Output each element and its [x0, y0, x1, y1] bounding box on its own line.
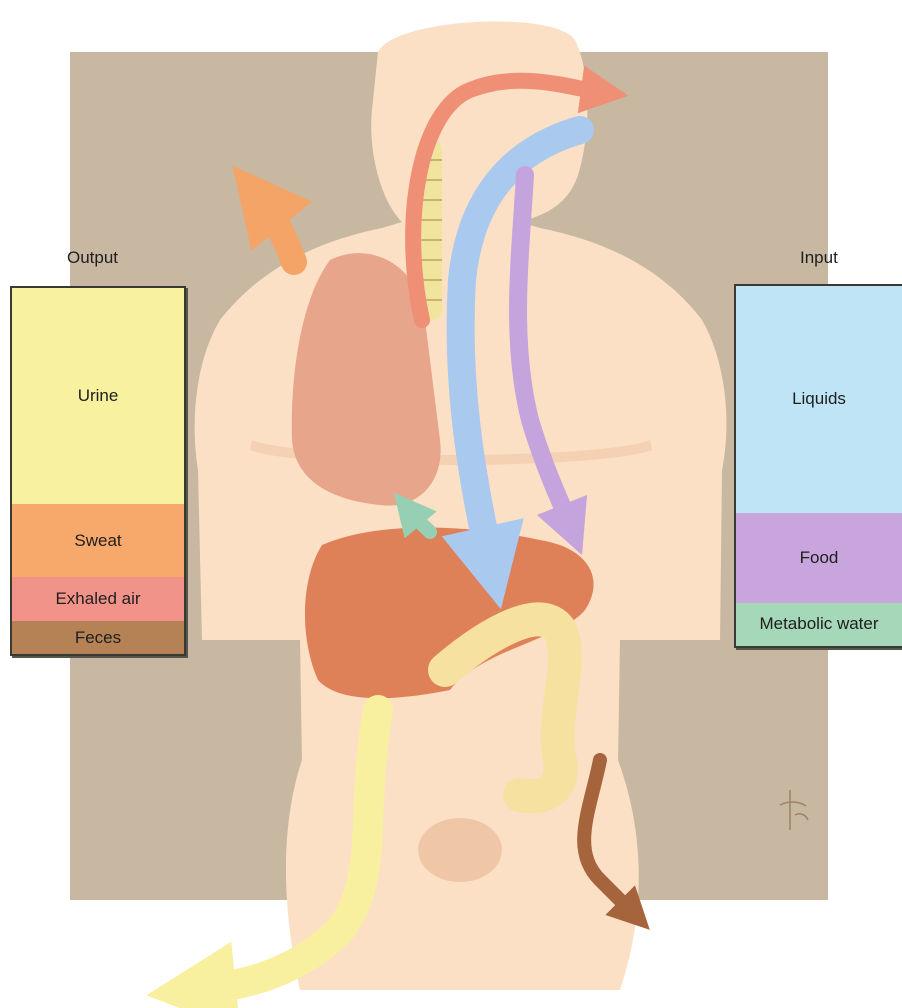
input-segment-metabolic-water: Metabolic water	[736, 603, 902, 646]
input-segment-food: Food	[736, 513, 902, 603]
output-segment-exhaled-air: Exhaled air	[12, 577, 184, 621]
output-segment-urine: Urine	[12, 288, 184, 504]
input-segment-liquids: Liquids	[736, 286, 902, 513]
output-heading: Output	[67, 248, 118, 268]
input-heading: Input	[800, 248, 838, 268]
output-segment-sweat: Sweat	[12, 504, 184, 577]
output-segment-feces: Feces	[12, 621, 184, 654]
bladder	[418, 818, 502, 882]
